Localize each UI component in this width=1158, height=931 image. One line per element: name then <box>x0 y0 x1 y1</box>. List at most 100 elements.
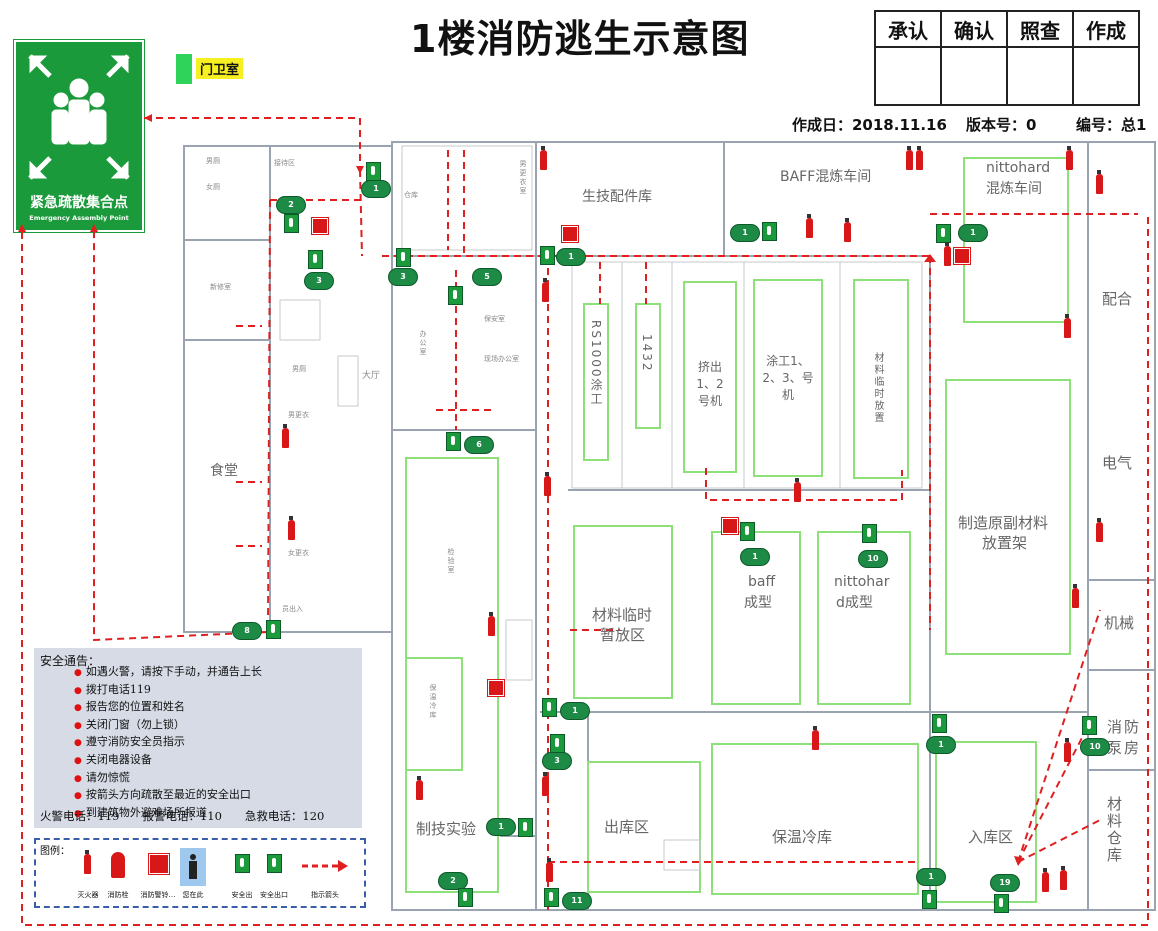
fire-extinguisher-icon <box>1066 146 1073 170</box>
exit-sign-icon <box>932 714 947 733</box>
room-lab: 制技实验 <box>416 820 477 838</box>
room-nitto-mixing-2: 混炼车间 <box>986 181 1042 197</box>
legend-label: 消防栓 <box>107 891 129 899</box>
exit-badge: 1 <box>730 224 760 242</box>
guard-person-icon <box>176 54 192 84</box>
room-mixing: 配合 <box>1102 290 1133 308</box>
approval-header: 作成 <box>1072 10 1140 48</box>
emergency-phones: 火警电话：119 报警电话：110 急救电话：120 <box>40 809 325 823</box>
approval-header: 照查 <box>1006 10 1074 48</box>
zone-temp-store-1: 材料临时 <box>592 606 653 624</box>
room-canteen: 食堂 <box>210 463 238 479</box>
exit-sign-icon <box>936 224 951 243</box>
approval-cell <box>874 46 942 106</box>
document-number: 编号：总1 <box>1076 116 1147 134</box>
room-spare-parts: 生技配件库 <box>582 189 652 205</box>
exit-sign-icon <box>396 248 411 267</box>
exit-sign-icon <box>284 214 299 233</box>
exit-badge: 2 <box>438 872 468 890</box>
assembly-point-label-en: Emergency Assembly Point <box>29 214 129 222</box>
exit-sign-icon <box>446 432 461 451</box>
exit-sign-icon <box>518 818 533 837</box>
exit-badge: 2 <box>276 196 306 214</box>
fire-extinguisher-icon <box>546 858 553 882</box>
exit-sign-icon <box>994 894 1009 913</box>
legend-label: 消防警铃… <box>140 891 176 899</box>
exit-badge: 1 <box>486 818 516 836</box>
zone-temp-store-2: 暂放区 <box>600 626 646 644</box>
legend: 图例： 灭火器 消防栓 消防警铃… 您在此 安全出 安全出口 指示箭头 <box>34 838 366 908</box>
fire-extinguisher-icon <box>1064 314 1071 338</box>
fire-extinguisher-icon <box>540 146 547 170</box>
fire-extinguisher-icon <box>1064 738 1071 762</box>
exit-badge: 1 <box>958 224 988 242</box>
room-electrical: 电气 <box>1102 454 1133 472</box>
exit-badge: 1 <box>556 248 586 266</box>
notice-item: 按箭头方向疏散至最近的安全出口 <box>74 787 262 805</box>
exit-badge: 8 <box>232 622 262 640</box>
assembly-point-sign: 紧急疏散集合点 Emergency Assembly Point <box>14 40 144 232</box>
exit-badge: 3 <box>388 268 418 286</box>
map-title: 1楼消防逃生示意图 <box>410 17 750 61</box>
fire-alarm-icon <box>312 218 328 234</box>
exit-badge: 3 <box>304 272 334 290</box>
fire-extinguisher-icon <box>542 772 549 796</box>
exit-sign-icon <box>308 250 323 269</box>
notice-item: 报告您的位置和姓名 <box>74 699 262 717</box>
exit-badge: 1 <box>926 736 956 754</box>
exit-badge: 10 <box>858 550 888 568</box>
exit-sign-icon <box>862 524 877 543</box>
legend-label: 安全出 <box>231 891 253 899</box>
fire-extinguisher-icon <box>906 146 913 170</box>
fire-alarm-icon <box>722 518 738 534</box>
zone-raw-shelf-2: 放置架 <box>982 534 1028 552</box>
fire-extinguisher-icon <box>944 242 951 266</box>
exit-sign-icon <box>544 888 559 907</box>
fire-hydrant-icon <box>111 852 125 878</box>
exit-badge: 1 <box>361 180 391 198</box>
zone-temp-material: 材料临时放置 <box>872 352 883 424</box>
fire-extinguisher-icon <box>806 214 813 238</box>
zone-cold-store: 保温冷库 <box>772 828 833 846</box>
small-room: 保安室 <box>484 315 505 323</box>
exit-sign-icon <box>762 222 777 241</box>
approval-cell <box>1006 46 1074 106</box>
version-number: 版本号：0 <box>966 116 1037 134</box>
legend-label: 指示箭头 <box>311 891 339 899</box>
notice-item: 遵守消防安全员指示 <box>74 734 262 752</box>
notice-item: 拨打电话119 <box>74 682 262 700</box>
exit-badge: 1 <box>916 868 946 886</box>
zone-baff-mold-2: 成型 <box>744 595 772 611</box>
zone-raw-shelf-1: 制造原副材料 <box>958 514 1049 532</box>
room-hall: 大厅 <box>362 371 381 381</box>
zone-outbound: 出库区 <box>604 818 650 836</box>
room-fire-pump: 消防泵房 <box>1106 718 1141 757</box>
approval-header: 确认 <box>940 10 1008 48</box>
fire-extinguisher-icon <box>542 278 549 302</box>
exit-sign-icon <box>235 854 250 873</box>
exit-sign-icon <box>458 888 473 907</box>
zone-1432: 1432 <box>640 334 654 373</box>
exit-badge: 10 <box>1080 738 1110 756</box>
zone-coater: 涂工1、2、3、号机 <box>762 354 814 402</box>
approval-cell <box>1072 46 1140 106</box>
fire-extinguisher-icon <box>288 516 295 540</box>
room-machinery: 机械 <box>1104 614 1135 632</box>
exit-badge: 6 <box>464 436 494 454</box>
exit-sign-icon <box>540 246 555 265</box>
exit-sign-icon <box>266 620 281 639</box>
exit-sign-icon <box>366 162 381 181</box>
exit-badge: 19 <box>990 874 1020 892</box>
fire-extinguisher-icon <box>416 776 423 800</box>
exit-sign-icon <box>448 286 463 305</box>
exit-badge: 3 <box>542 752 572 770</box>
room-site-office: 现场办公室 <box>484 355 519 363</box>
exit-badge: 11 <box>562 892 592 910</box>
zone-baff-mold-1: baff <box>748 574 776 590</box>
zone-inbound: 入库区 <box>968 828 1014 846</box>
fire-extinguisher-icon <box>84 850 91 874</box>
fire-extinguisher-icon <box>916 146 923 170</box>
notice-item: 关闭门窗（勿上锁） <box>74 717 262 735</box>
small-room: 女更衣 <box>288 549 309 557</box>
fire-extinguisher-icon <box>1060 866 1067 890</box>
